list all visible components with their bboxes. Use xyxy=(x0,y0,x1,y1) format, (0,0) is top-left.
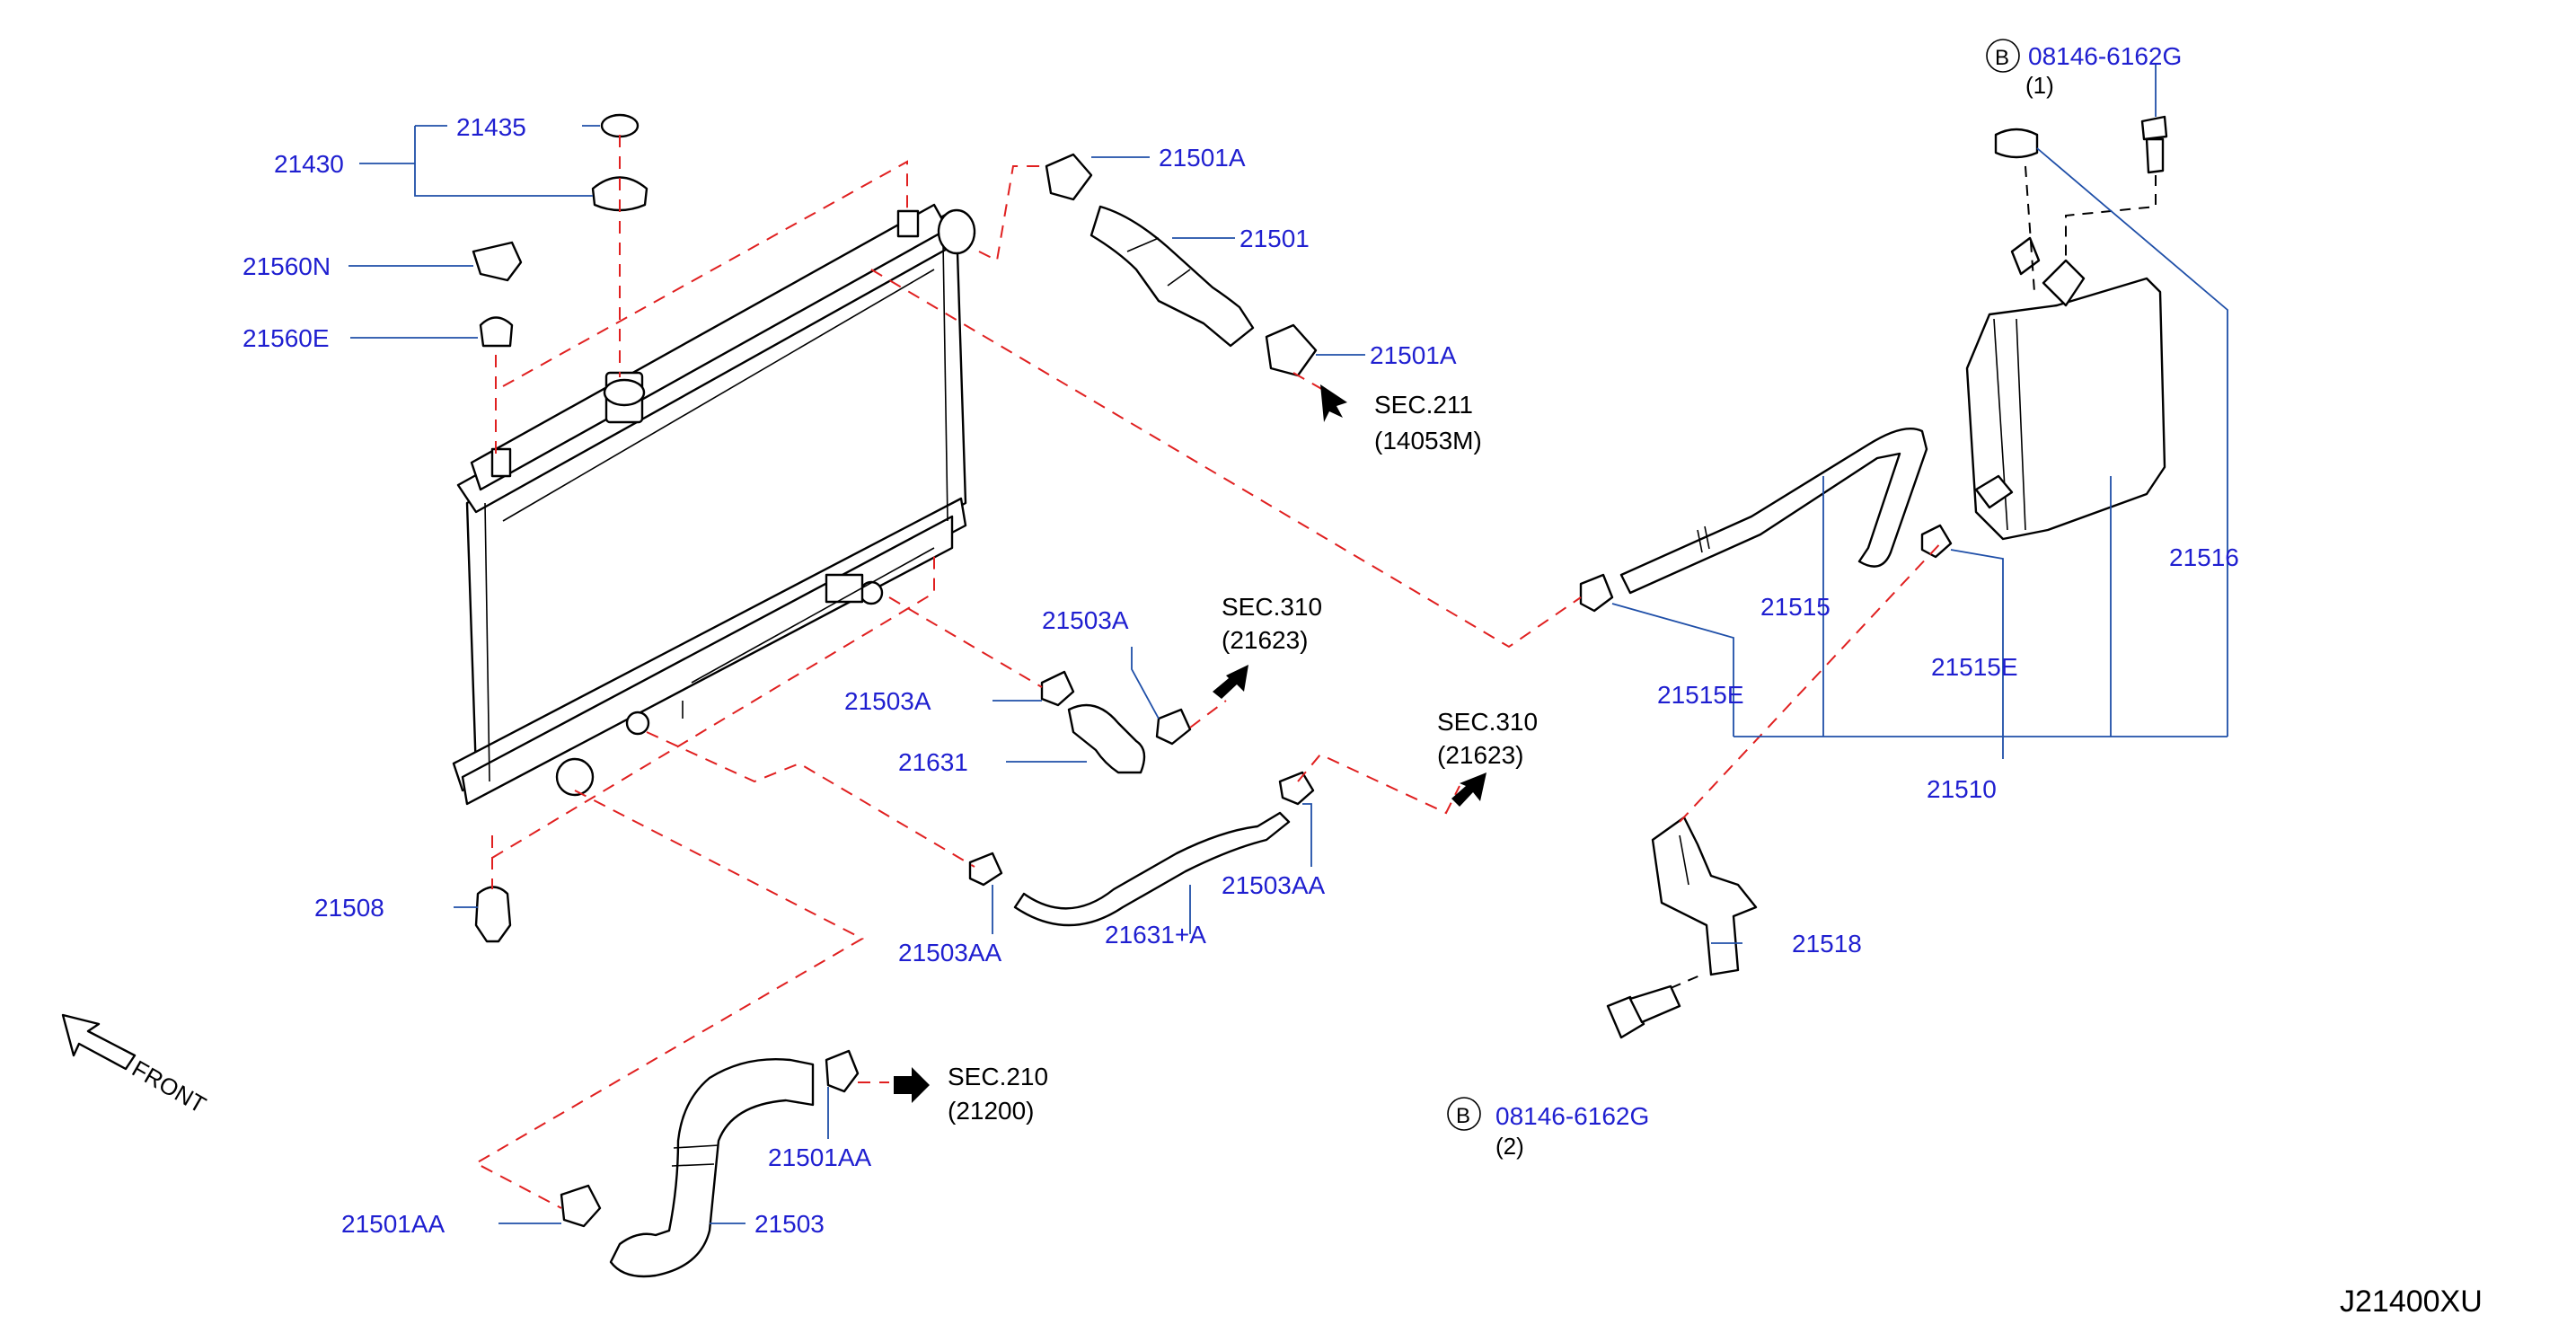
label-21430[interactable]: 21430 xyxy=(274,150,344,178)
sec310b-label[interactable]: SEC.310 xyxy=(1437,708,1538,736)
label-21501AA-b[interactable]: 21501AA xyxy=(768,1143,872,1171)
sec310a-ref: (21623) xyxy=(1222,626,1309,654)
upper-hose-21501 xyxy=(1090,205,1255,348)
leader-lines xyxy=(348,39,2228,1224)
label-bolt-bottom-qty: (2) xyxy=(1495,1133,1524,1160)
arrow-sec210 xyxy=(894,1067,930,1103)
section-arrows xyxy=(61,384,1486,1103)
bolt-marker-bottom: B xyxy=(1456,1104,1470,1128)
label-21501AA-a[interactable]: 21501AA xyxy=(341,1210,446,1238)
label-21515E-b[interactable]: 21515E xyxy=(1931,653,2018,681)
clamps-21503AA xyxy=(968,771,1315,887)
clamp-21501A-bot xyxy=(1265,323,1318,377)
label-21503A-b[interactable]: 21503A xyxy=(844,687,931,715)
label-21503AA-b[interactable]: 21503AA xyxy=(1222,871,1326,899)
label-bolt-top[interactable]: 08146-6162G xyxy=(2028,42,2182,70)
label-21501[interactable]: 21501 xyxy=(1239,225,1310,252)
label-21510[interactable]: 21510 xyxy=(1927,775,1997,803)
front-label: FRONT xyxy=(128,1055,211,1118)
sec210-label[interactable]: SEC.210 xyxy=(948,1063,1048,1090)
grommet-21560E xyxy=(479,316,514,348)
sec310b-ref: (21623) xyxy=(1437,741,1524,769)
drain-plug-21508 xyxy=(474,886,512,943)
diagram-code: J21400XU xyxy=(2340,1284,2483,1319)
clamps-21515E xyxy=(1579,524,1953,613)
sec210-ref: (21200) xyxy=(948,1097,1035,1125)
arrow-sec211 xyxy=(1320,384,1347,422)
label-21560E[interactable]: 21560E xyxy=(243,324,330,352)
reservoir-cap-21516 xyxy=(1994,128,2039,159)
clamps-21503A xyxy=(1040,670,1192,746)
clamp-21501A-top xyxy=(1045,153,1093,201)
section-labels: SEC.211 (14053M) SEC.310 (21623) SEC.310… xyxy=(948,391,1538,1125)
label-21515[interactable]: 21515 xyxy=(1760,593,1831,621)
label-bolt-top-qty: (1) xyxy=(2025,72,2054,99)
bolt-marker-top: B xyxy=(1995,46,2009,70)
label-21503[interactable]: 21503 xyxy=(754,1210,825,1238)
label-21508[interactable]: 21508 xyxy=(314,894,384,922)
label-21560N[interactable]: 21560N xyxy=(243,252,331,280)
grommet-21560N xyxy=(472,241,523,282)
bolt-top-08146 xyxy=(2140,115,2168,174)
reservoir-tank-21510 xyxy=(1965,236,2166,541)
label-21435[interactable]: 21435 xyxy=(456,113,526,141)
assembly-lines xyxy=(473,135,2157,1209)
bolt-bottom-08146 xyxy=(1606,984,1681,1039)
sec310a-label[interactable]: SEC.310 xyxy=(1222,593,1322,621)
hose-21631-A xyxy=(1013,811,1291,927)
label-21503A-a[interactable]: 21503A xyxy=(1042,606,1129,634)
arrow-sec310a xyxy=(1213,665,1248,699)
sec211-label[interactable]: SEC.211 xyxy=(1374,391,1473,419)
label-21631-A[interactable]: 21631+A xyxy=(1105,921,1206,949)
label-21516[interactable]: 21516 xyxy=(2169,543,2239,571)
front-arrow-icon xyxy=(61,1013,137,1071)
cap-21435 xyxy=(600,113,640,138)
cap-21430 xyxy=(591,176,648,212)
label-21631[interactable]: 21631 xyxy=(898,748,968,776)
hose-21631 xyxy=(1067,703,1146,774)
lower-hose-21503 xyxy=(609,1058,815,1278)
clamps-21501AA xyxy=(560,1049,860,1228)
radiator-assembly xyxy=(452,203,976,806)
sec211-ref: (14053M) xyxy=(1374,427,1482,455)
arrow-sec310b xyxy=(1451,772,1486,807)
part-labels: 21430 21435 21560N 21560E 21501A 21501 2… xyxy=(243,42,2239,1238)
label-21515E-a[interactable]: 21515E xyxy=(1657,681,1744,709)
overflow-hose-21515 xyxy=(1619,428,1928,595)
label-21518[interactable]: 21518 xyxy=(1792,930,1862,958)
label-21501A-top[interactable]: 21501A xyxy=(1159,144,1246,172)
bracket-21518 xyxy=(1651,816,1758,976)
label-21503AA-a[interactable]: 21503AA xyxy=(898,939,1002,967)
label-bolt-bottom[interactable]: 08146-6162G xyxy=(1495,1102,1649,1130)
label-21501A-bot[interactable]: 21501A xyxy=(1370,341,1457,369)
